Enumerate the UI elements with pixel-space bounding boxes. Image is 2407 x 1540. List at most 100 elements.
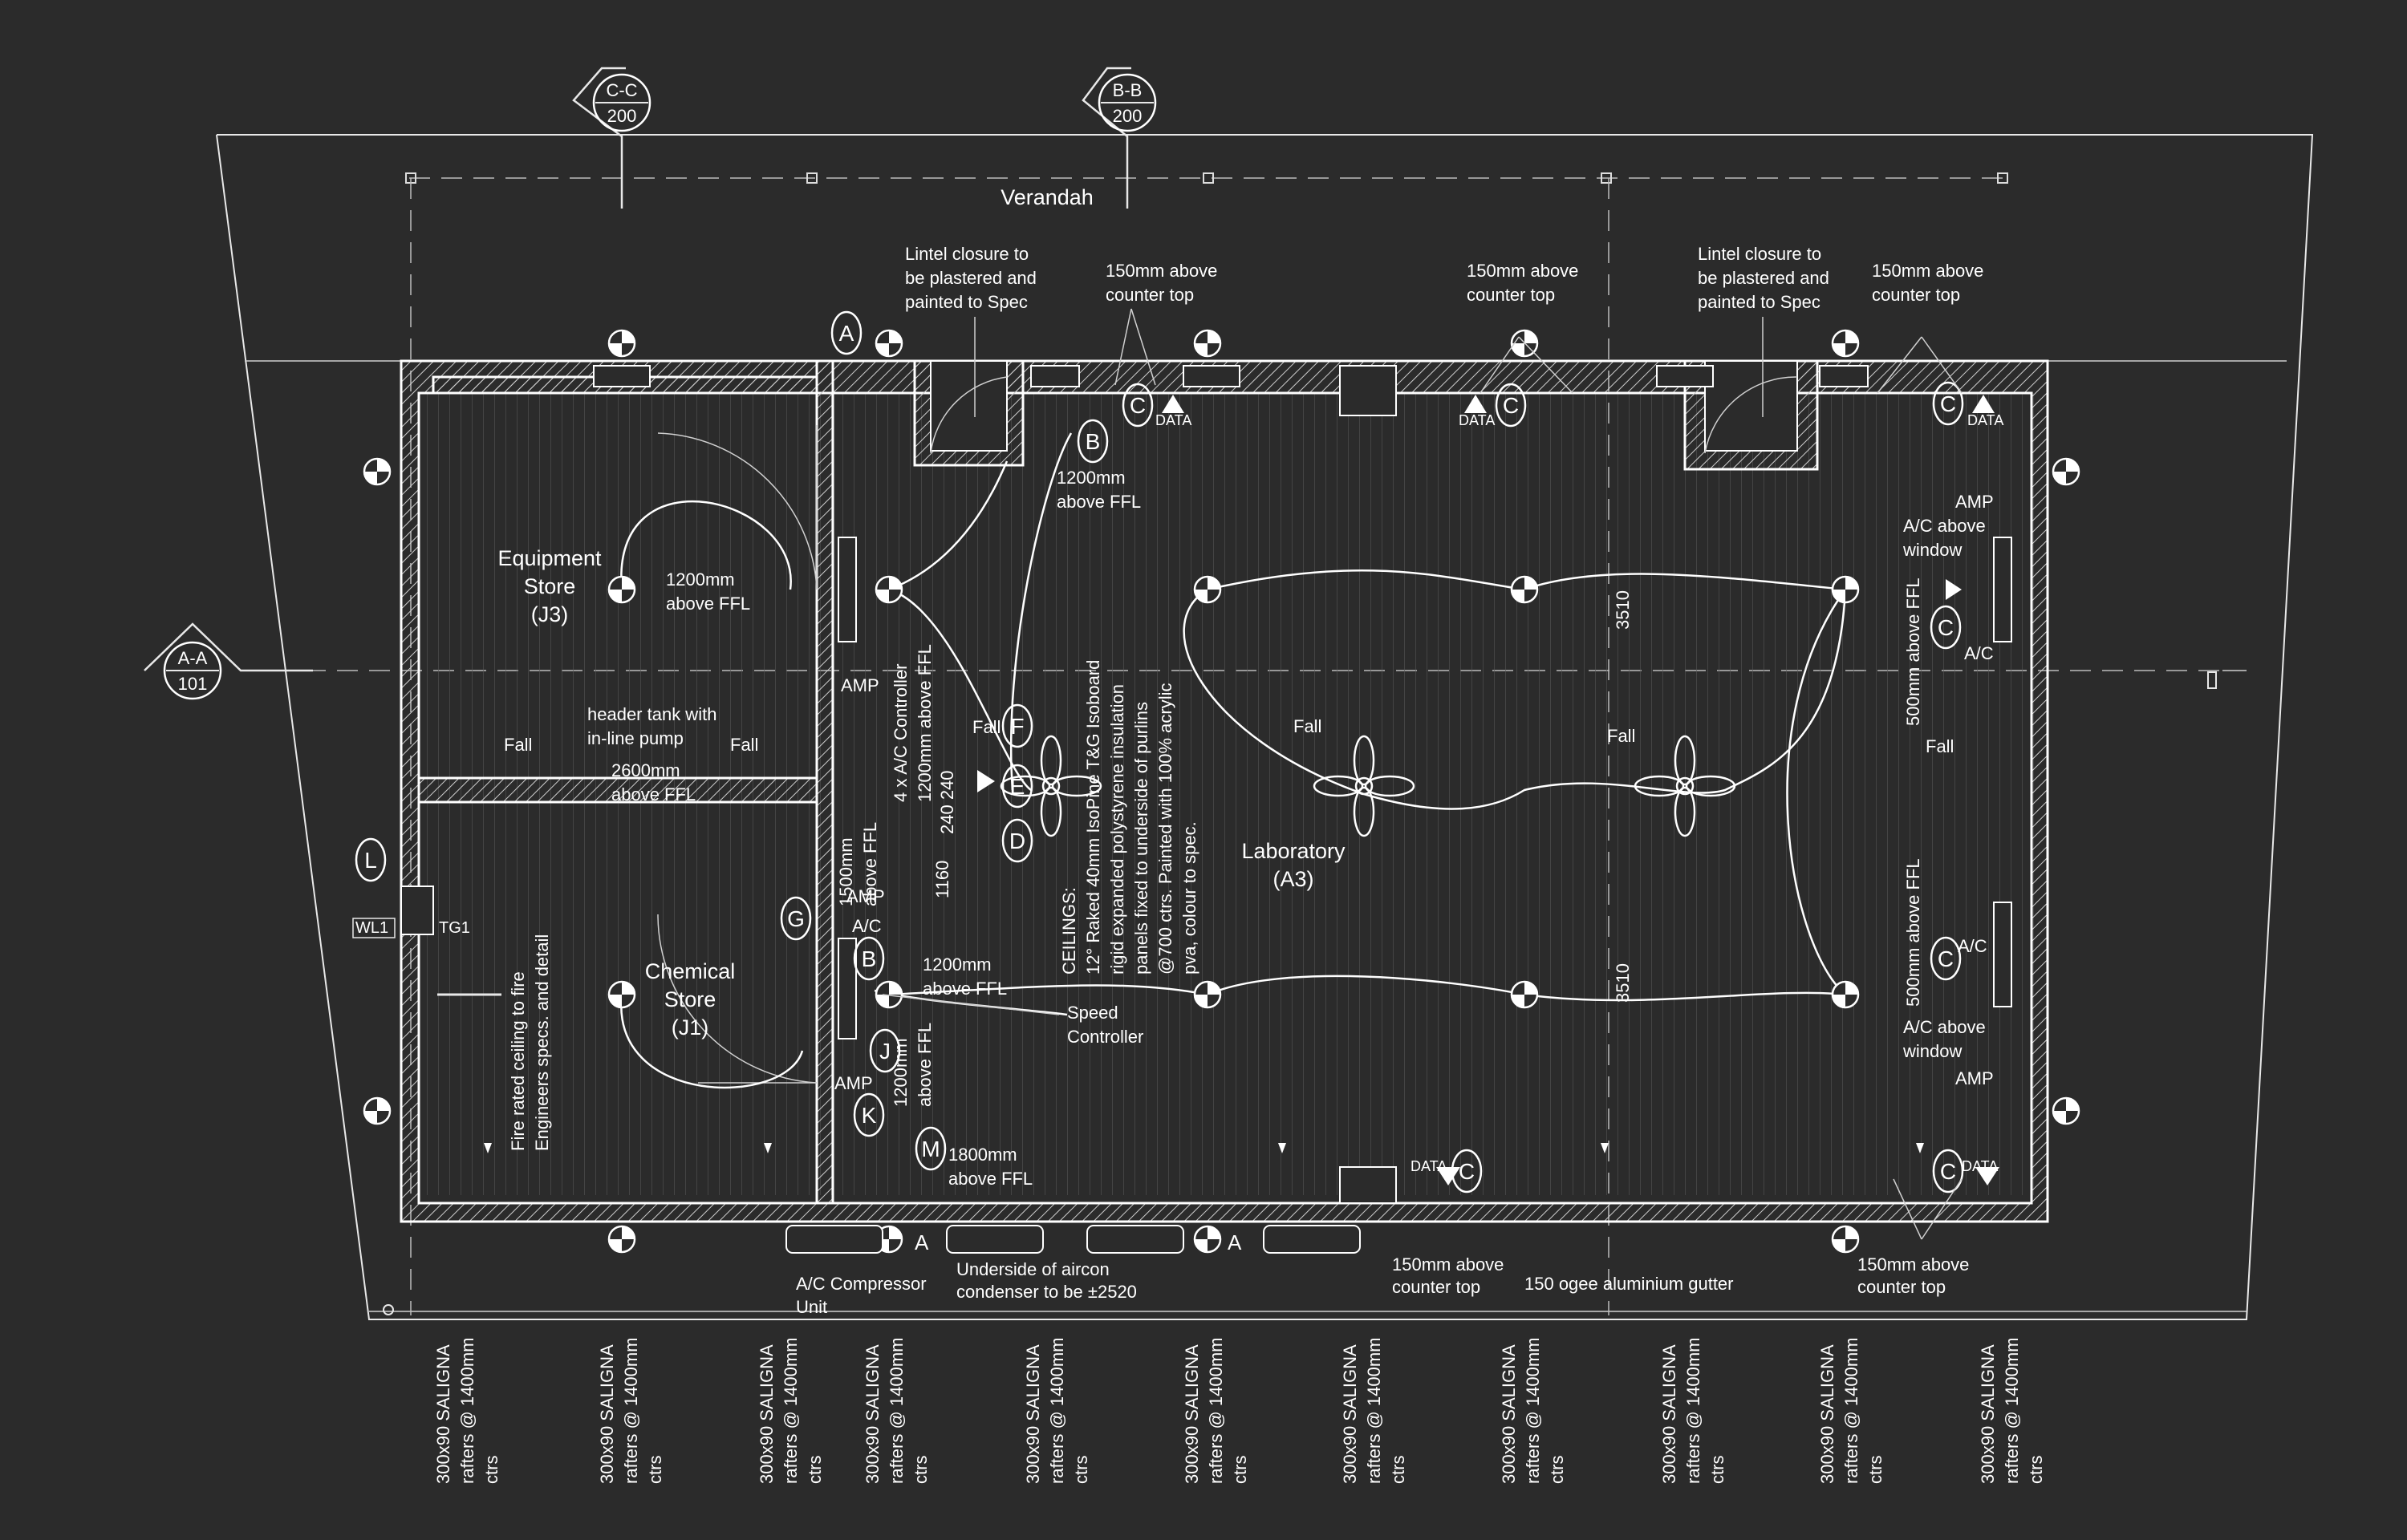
light-fitting-icon [875,980,903,1009]
svg-text:ctrs: ctrs [645,1456,665,1484]
svg-text:300x90 SALIGNA: 300x90 SALIGNA [863,1344,883,1484]
svg-text:panels fixed to underside of p: panels fixed to underside of purlins [1131,702,1151,975]
svg-text:ctrs: ctrs [1071,1456,1091,1484]
label-amp-1: AMP [1955,492,1994,512]
tag-f: F [1001,703,1033,748]
svg-text:C: C [1503,393,1519,418]
light-fitting-icon [875,575,903,604]
svg-text:Controller: Controller [1067,1027,1143,1047]
svg-text:rafters @ 1400mm: rafters @ 1400mm [887,1338,907,1485]
svg-text:300x90 SALIGNA: 300x90 SALIGNA [1499,1344,1519,1484]
svg-text:rafters @ 1400mm: rafters @ 1400mm [1683,1338,1703,1485]
building-walls [400,359,2049,1223]
svg-text:ctrs: ctrs [1707,1456,1727,1484]
fall-arrows [484,1143,1924,1153]
note-gutter: 150 ogee aluminium gutter [1524,1274,1734,1294]
svg-text:above FFL: above FFL [611,784,696,804]
data-labels: DATA DATA DATA DATA DATA [1155,412,2003,1174]
data-points [977,395,1999,1185]
svg-text:J: J [879,1039,891,1064]
tag-g: G [780,896,812,941]
tag-l: L [355,837,387,882]
svg-text:rafters @ 1400mm: rafters @ 1400mm [781,1338,801,1485]
section-marker-cc: C-C 200 [572,67,651,209]
svg-text:300x90 SALIGNA: 300x90 SALIGNA [757,1344,777,1484]
note-500-ffl-upper: 500mm above FFL [1903,578,1923,726]
label-tg1: TG1 [439,919,470,937]
svg-text:G: G [787,906,805,931]
svg-text:Engineers specs. and detail: Engineers specs. and detail [532,934,552,1151]
svg-text:DATA: DATA [1155,412,1191,428]
note-dim-240: 240 240 [937,770,957,834]
label-ac-1: A/C [1964,643,1994,663]
tag-c4: C [1930,605,1962,650]
tag-c3: C [1932,381,1964,426]
light-fitting-icon [1193,1225,1222,1254]
tag-j: J [869,1028,901,1073]
light-fitting-icon [363,1096,392,1125]
svg-text:counter top: counter top [1467,285,1555,305]
label-fall-6: Fall [972,717,1001,737]
svg-text:DATA: DATA [1411,1158,1447,1174]
svg-text:ctrs: ctrs [1547,1456,1567,1484]
section-cc-bottom: 200 [607,106,637,126]
tag-a-bottom-2: A [1228,1230,1242,1254]
svg-text:rafters @ 1400mm: rafters @ 1400mm [2002,1338,2022,1485]
svg-text:above FFL: above FFL [923,979,1007,999]
tag-m: M [915,1126,947,1171]
room-labels: Verandah Equipment Store (J3) Chemical S… [497,185,1346,1040]
svg-text:in-line pump: in-line pump [587,728,684,748]
svg-text:300x90 SALIGNA: 300x90 SALIGNA [1659,1344,1679,1484]
svg-text:(A3): (A3) [1273,867,1313,891]
label-fall-3: Fall [1293,716,1321,736]
svg-text:ctrs: ctrs [911,1456,931,1484]
svg-text:counter top: counter top [1872,285,1960,305]
tag-a-bottom-1: A [915,1230,929,1254]
svg-text:DATA: DATA [1459,412,1495,428]
note-500-ffl-lower: 500mm above FFL [1903,858,1923,1007]
svg-text:E: E [1010,774,1025,799]
svg-text:rafters @ 1400mm: rafters @ 1400mm [457,1338,477,1485]
svg-text:12° Raked 40mm IsoPine T&G Iso: 12° Raked 40mm IsoPine T&G Isoboard [1083,660,1103,975]
label-amp-4: AMP [834,1073,873,1093]
note-counter-top-3: 150mm above [1872,261,1983,281]
light-fitting-icon [1831,980,1860,1009]
svg-text:A: A [839,321,854,346]
svg-text:DATA: DATA [1962,1158,1998,1174]
svg-text:Unit: Unit [796,1297,827,1317]
light-fitting-icon [1193,329,1222,358]
note-counter-top-4: 150mm above [1392,1254,1504,1275]
note-counter-top-5: 150mm above [1857,1254,1969,1275]
light-fitting-icon [363,457,392,486]
note-ac-compressor: A/C Compressor [796,1274,927,1294]
svg-text:rafters @ 1400mm: rafters @ 1400mm [1047,1338,1067,1485]
note-ac-controller: 4 x A/C Controller [891,664,911,802]
svg-text:300x90 SALIGNA: 300x90 SALIGNA [1023,1344,1043,1484]
note-counter-top-2: 150mm above [1467,261,1578,281]
label-amp-2: AMP [841,675,879,695]
note-dim-1160: 1160 [932,861,952,898]
svg-text:D: D [1009,829,1025,853]
svg-text:above FFL: above FFL [860,822,880,906]
svg-text:pva, colour to spec.: pva, colour to spec. [1179,821,1199,975]
note-underside-condenser: Underside of aircon [956,1259,1110,1279]
note-ceilings: CEILINGS: [1059,887,1079,975]
note-ac-window-1: A/C above [1903,516,1986,536]
tag-c6: C [1932,1149,1964,1194]
svg-text:300x90 SALIGNA: 300x90 SALIGNA [1182,1344,1202,1484]
svg-text:L: L [364,848,377,873]
label-chemical-store: Chemical [645,959,736,983]
svg-text:be plastered and: be plastered and [1698,268,1829,288]
note-ffl-1800: 1800mm [948,1145,1017,1165]
svg-text:B: B [862,946,877,971]
svg-text:painted to Spec: painted to Spec [1698,292,1820,312]
